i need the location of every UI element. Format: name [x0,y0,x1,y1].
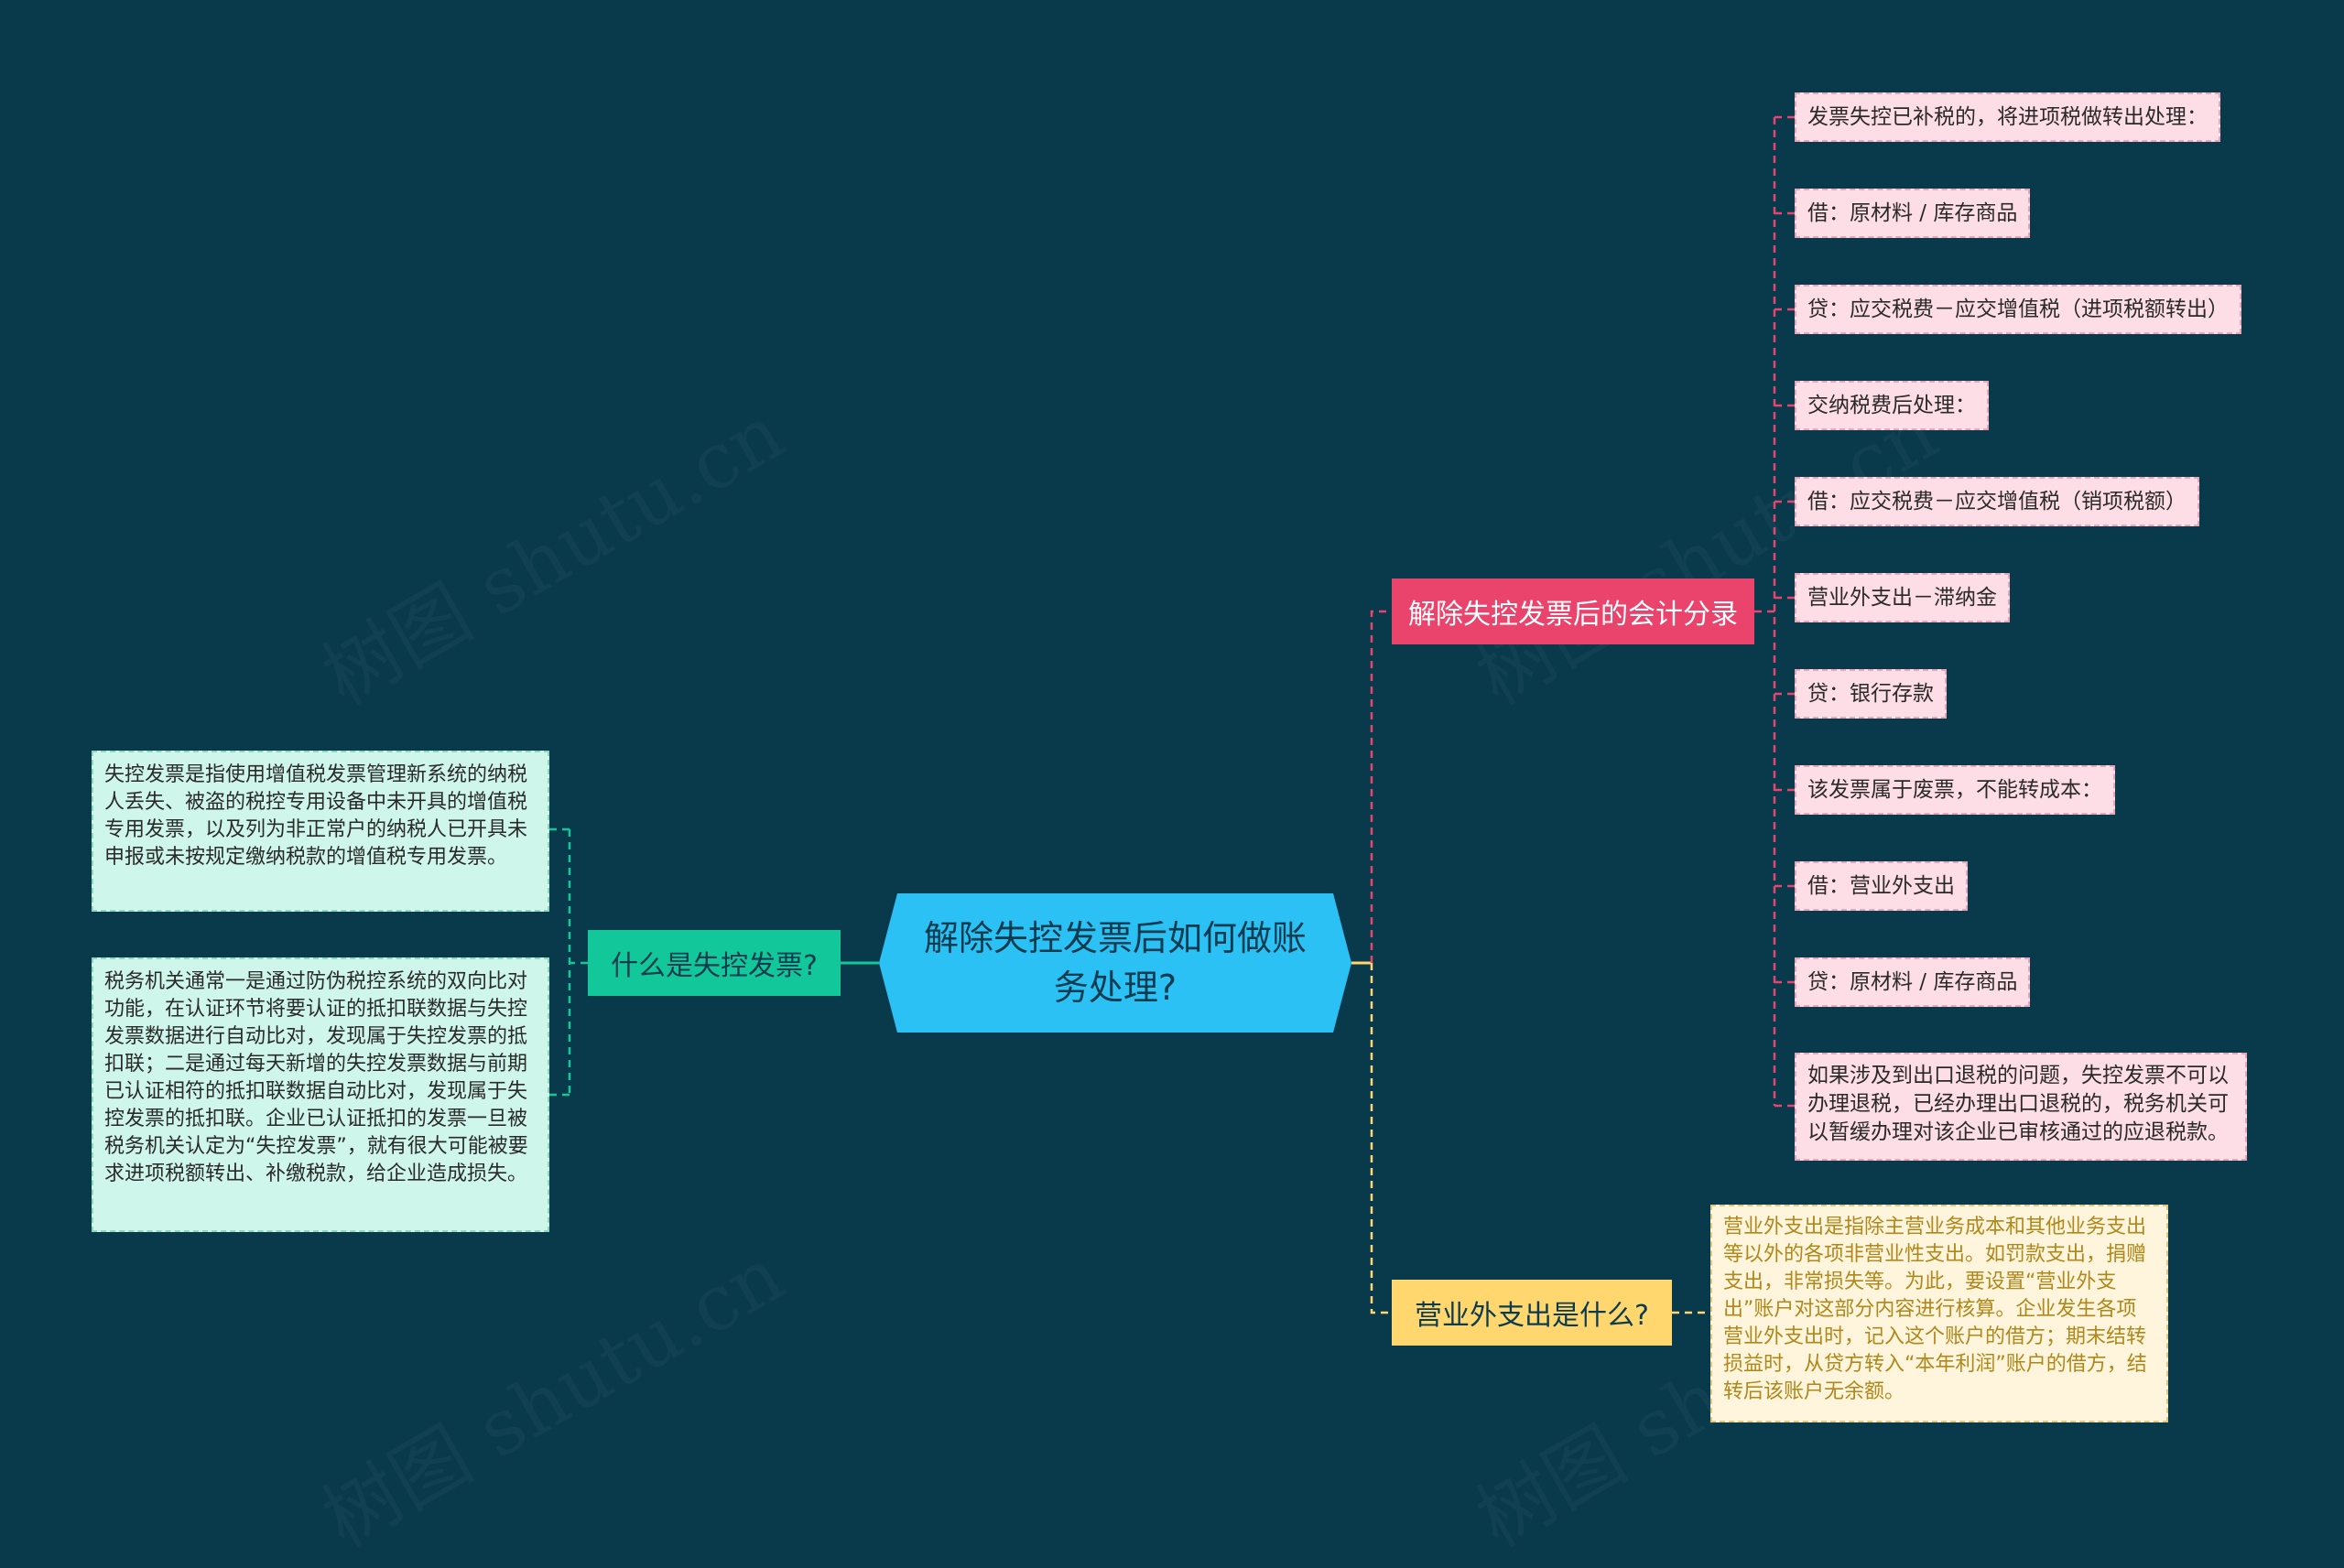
leaf-text: 失控发票是指使用增值税发票管理新系统的纳税人丢失、被盗的税控专用设备中未开具的增… [104,763,528,869]
leaf-accounting-10[interactable]: 贷：原材料 / 库存商品 [1795,957,2031,1007]
leaf-text: 发票失控已补税的，将进项税做转出处理： [1807,105,2208,129]
connector-red-leaves [1754,115,1795,1108]
leaf-non-operating-definition[interactable]: 营业外支出是指除主营业务成本和其他业务支出等以外的各项非营业性支出。如罚款支出，… [1710,1205,2168,1422]
leaf-accounting-1[interactable]: 发票失控已补税的，将进项税做转出处理： [1795,92,2220,142]
leaf-accounting-11[interactable]: 如果涉及到出口退税的问题，失控发票不可以办理退税，已经办理出口退税的，税务机关可… [1795,1053,2247,1161]
leaf-text: 如果涉及到出口退税的问题，失控发票不可以办理退税，已经办理出口退税的，税务机关可… [1807,1064,2229,1144]
connector-lines [549,115,1795,1314]
leaf-accounting-2[interactable]: 借：原材料 / 库存商品 [1795,189,2031,238]
leaf-accounting-4[interactable]: 交纳税费后处理： [1795,381,1989,430]
leaf-accounting-3[interactable]: 贷：应交税费－应交增值税（进项税额转出） [1795,285,2241,334]
leaf-text: 借：应交税费－应交增值税（销项税额） [1807,490,2187,514]
leaf-text: 贷：银行存款 [1807,682,1934,706]
branch-what-is-out-of-control-invoice[interactable]: 什么是失控发票? [588,930,841,996]
leaf-text: 贷：应交税费－应交增值税（进项税额转出） [1807,297,2229,321]
leaf-text: 税务机关通常一是通过防伪税控系统的双向比对功能，在认证环节将要认证的抵扣联数据与… [104,970,528,1185]
leaf-definition[interactable]: 失控发票是指使用增值税发票管理新系统的纳税人丢失、被盗的税控专用设备中未开具的增… [92,751,549,912]
branch-accounting-text: 解除失控发票后的会计分录 [1408,599,1738,631]
connector-red-trunk [1370,610,1392,963]
leaf-accounting-9[interactable]: 借：营业外支出 [1795,861,1968,911]
leaf-text: 贷：原材料 / 库存商品 [1807,970,2018,994]
leaf-accounting-6[interactable]: 营业外支出－滞纳金 [1795,573,2010,622]
branch-non-operating-text: 营业外支出是什么? [1415,1300,1649,1332]
root-topic-text: 解除失控发票后如何做账务处理? [923,918,1307,1008]
branch-accounting-entries[interactable]: 解除失控发票后的会计分录 [1392,579,1754,644]
leaf-detection[interactable]: 税务机关通常一是通过防伪税控系统的双向比对功能，在认证环节将要认证的抵扣联数据与… [92,957,549,1232]
mindmap-canvas: 树图 shutu.cn 树图 shutu.cn 树图 shutu.cn 树图 s… [92,92,2247,1422]
leaf-text: 营业外支出－滞纳金 [1807,586,1997,610]
branch-what-is-text: 什么是失控发票? [611,950,818,982]
connector-yellow-trunk [1370,963,1392,1314]
leaf-text: 该发票属于废票，不能转成本： [1807,778,2102,802]
leaf-accounting-5[interactable]: 借：应交税费－应交增值税（销项税额） [1795,477,2199,526]
connector-green-leaves [549,827,588,1097]
leaf-text: 借：原材料 / 库存商品 [1807,201,2018,225]
leaf-accounting-8[interactable]: 该发票属于废票，不能转成本： [1795,765,2115,815]
leaf-text: 交纳税费后处理： [1807,394,1976,417]
leaf-text: 借：营业外支出 [1807,874,1955,898]
leaf-accounting-7[interactable]: 贷：银行存款 [1795,669,1947,719]
branch-non-operating-expense[interactable]: 营业外支出是什么? [1392,1280,1672,1346]
leaf-text: 营业外支出是指除主营业务成本和其他业务支出等以外的各项非营业性支出。如罚款支出，… [1723,1216,2147,1403]
root-topic[interactable]: 解除失控发票后如何做账务处理? [879,893,1351,1033]
